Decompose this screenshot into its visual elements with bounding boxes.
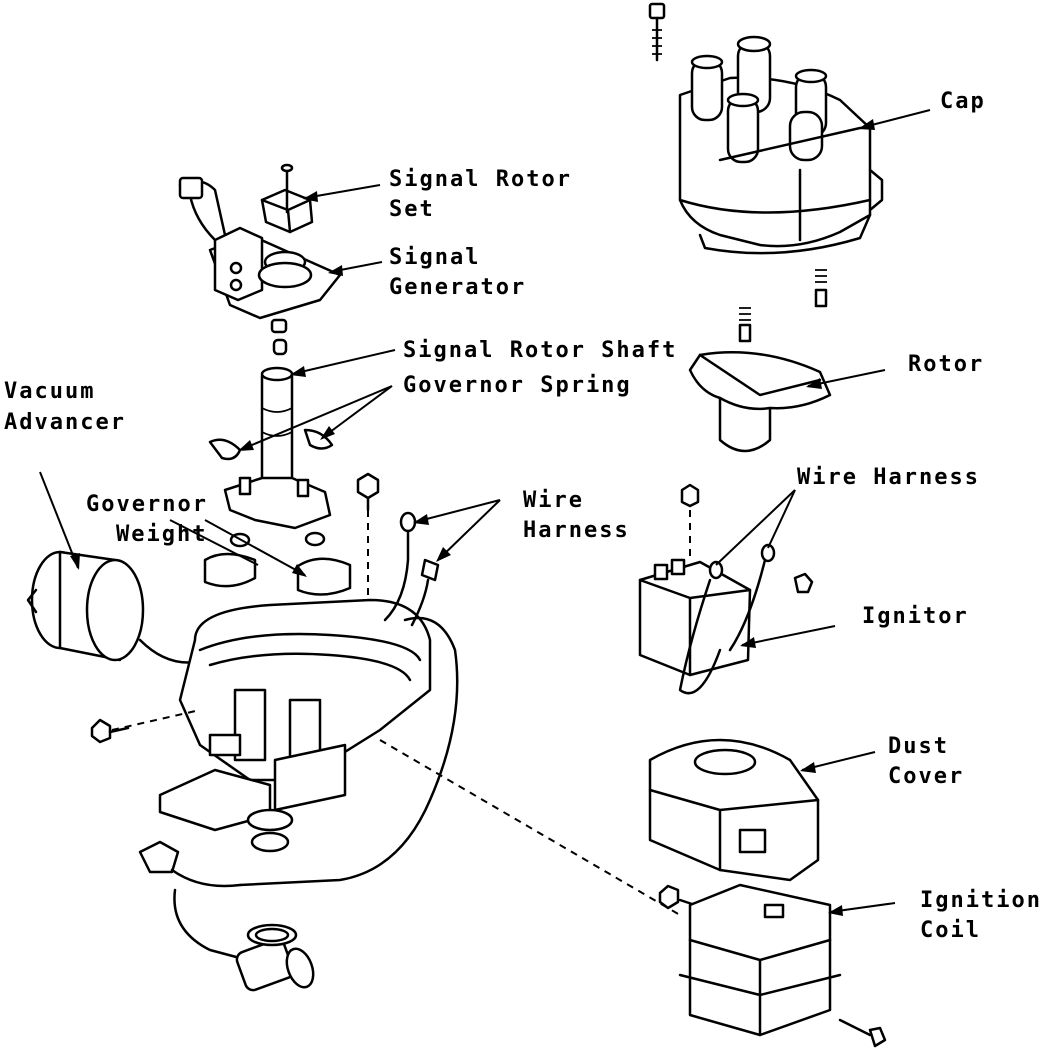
o-ring-part: [246, 923, 298, 947]
nut-coil: [658, 884, 694, 910]
screw-small-2: [738, 307, 752, 343]
label-dust-cover-line1: Dust: [888, 734, 949, 759]
label-signal-rotor-shaft: Signal Rotor Shaft: [403, 338, 677, 363]
leader-signal-rotor-shaft: [291, 349, 396, 375]
label-ignition-coil-line1: Ignition: [920, 888, 1042, 913]
leader-governor-weight-1: [169, 519, 259, 566]
ignition-coil-part: [678, 883, 842, 1037]
label-signal-rotor-set-line2: Set: [389, 197, 435, 222]
label-governor-weight-line1: Governor: [86, 492, 208, 517]
signal-rotor-set-part: [260, 163, 314, 234]
label-ignitor: Ignitor: [862, 604, 969, 629]
leader-governor-spring-2: [321, 385, 393, 439]
bolt-center: [356, 472, 380, 512]
leader-ignitor: [741, 625, 836, 646]
leader-lines: [39, 109, 931, 916]
screw-side: [90, 718, 130, 744]
label-ignition-coil-line2: Coil: [920, 918, 981, 943]
dust-cover-part: [648, 738, 820, 882]
label-rotor: Rotor: [908, 352, 984, 377]
assembly-line-coil: [379, 739, 681, 916]
vacuum-advancer-part: [26, 550, 207, 664]
label-wire-harness-right: Wire Harness: [797, 465, 980, 490]
wire-harness-left-part: [383, 511, 440, 627]
distributor-housing-part: [158, 598, 459, 887]
screw-small-1: [814, 269, 828, 308]
connector-part: [138, 840, 315, 992]
leader-vacuum-advancer: [39, 471, 79, 569]
label-vacuum-advancer-line1: Vacuum: [4, 379, 95, 404]
leader-signal-rotor-set: [304, 184, 381, 199]
leader-governor-spring-1: [239, 385, 393, 451]
label-wire-harness-left-line1: Wire: [523, 488, 584, 513]
label-vacuum-advancer-line2: Advancer: [4, 410, 126, 435]
cap-part: [678, 35, 884, 255]
label-signal-generator-line2: Generator: [389, 275, 526, 300]
label-signal-rotor-set-line1: Signal Rotor: [389, 167, 572, 192]
governor-plate-part: [223, 476, 332, 530]
ignitor-part: [638, 543, 776, 695]
leader-governor-weight-2: [204, 519, 306, 576]
bolt-coil: [838, 1018, 887, 1048]
governor-weight-part: [203, 531, 352, 596]
leader-wire-harness-left-1: [414, 499, 501, 523]
leader-wire-harness-left-2: [437, 499, 501, 561]
label-governor-spring: Governor Spring: [403, 373, 632, 398]
signal-generator-part: [178, 176, 342, 356]
assembly-line-side: [111, 709, 201, 731]
screw-ignitor-side: [793, 572, 814, 594]
label-dust-cover-line2: Cover: [888, 764, 964, 789]
label-signal-generator-line1: Signal: [389, 245, 480, 270]
bolt-ignitor: [680, 483, 700, 560]
label-wire-harness-left-line2: Harness: [523, 518, 630, 543]
label-cap: Cap: [940, 89, 986, 114]
leader-wire-harness-right-1: [715, 489, 796, 566]
leader-wire-harness-right-2: [767, 489, 796, 549]
rotor-part: [688, 351, 832, 453]
cap-screw-top: [648, 2, 666, 62]
label-governor-weight-line2: Weight: [116, 522, 207, 547]
